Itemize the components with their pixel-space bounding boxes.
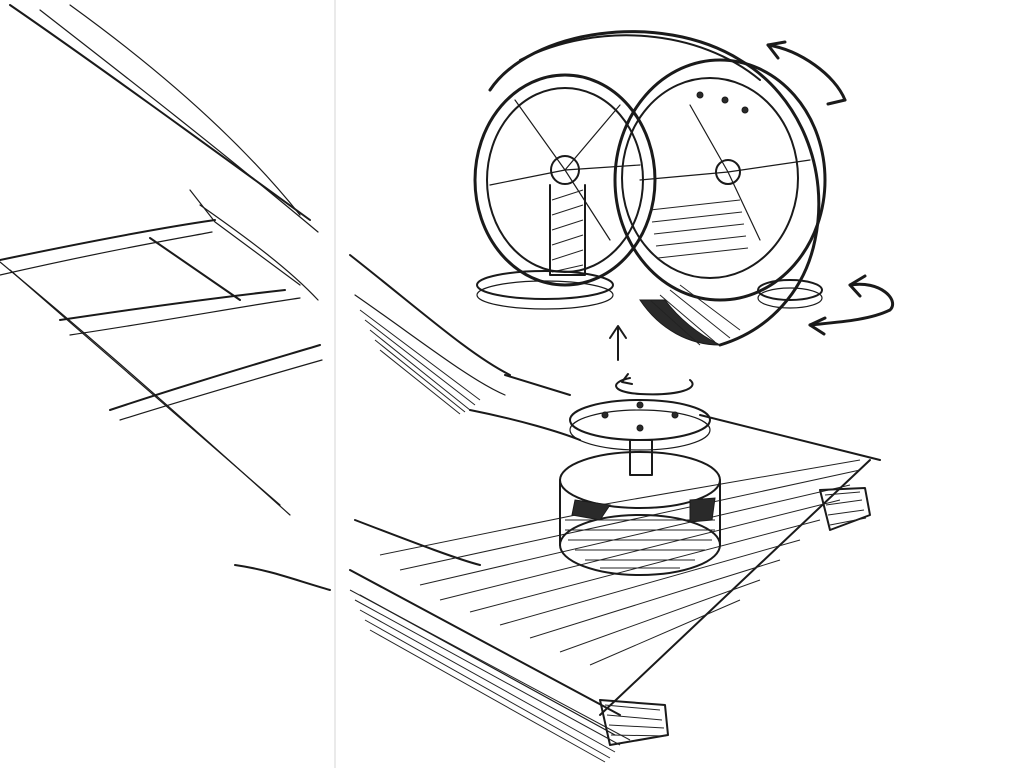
- left-wing-sketch: [0, 0, 336, 768]
- circular-arrow-icon: [615, 373, 694, 396]
- up-arrow-icon: [609, 325, 627, 361]
- turbine-assembly-sketch: [473, 30, 827, 347]
- double-curved-arrow-icon: [808, 274, 894, 336]
- curved-arrow-icon: [766, 40, 847, 106]
- motor-drum-sketch: [559, 399, 721, 576]
- platform-sketch: [349, 254, 881, 763]
